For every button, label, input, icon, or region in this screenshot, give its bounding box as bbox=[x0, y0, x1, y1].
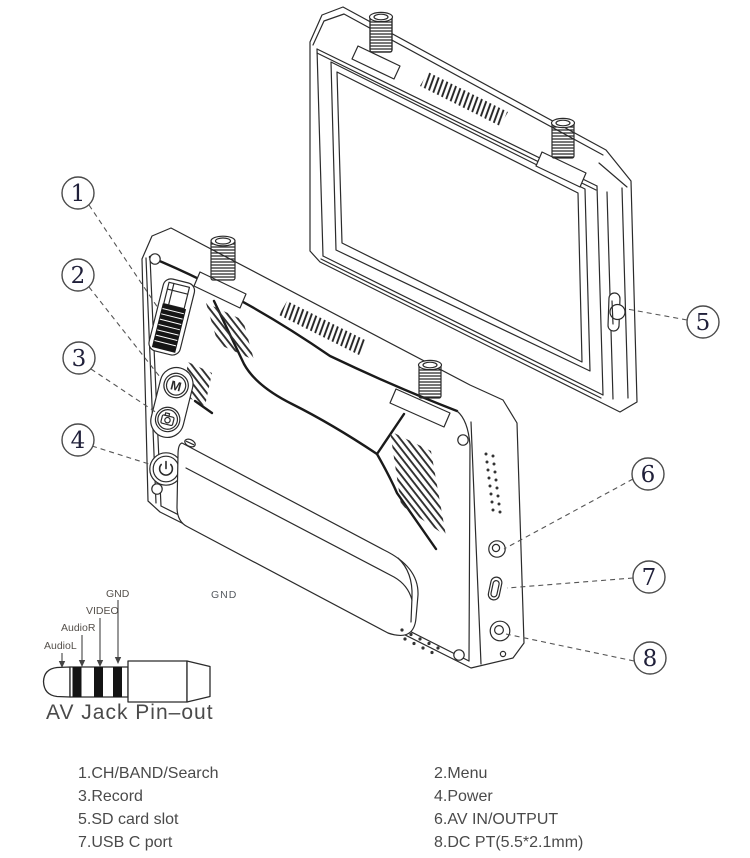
front-body-outline bbox=[309, 6, 638, 413]
leader-lines bbox=[88, 204, 688, 662]
legend-item-5: 5.SD card slot bbox=[78, 811, 179, 828]
monitor-back-view: M bbox=[141, 227, 525, 669]
dc-power-port bbox=[489, 620, 511, 642]
svg-text:4: 4 bbox=[71, 428, 86, 454]
callout-6: 6 bbox=[631, 457, 665, 491]
speaker-holes-bottom bbox=[400, 628, 440, 655]
leader-line-4 bbox=[91, 445, 150, 465]
camera-icon bbox=[160, 412, 175, 427]
pin-label-audior: AudioR bbox=[61, 622, 96, 634]
legend-item-3: 3.Record bbox=[78, 788, 143, 805]
leader-line-7 bbox=[506, 577, 634, 589]
side-ports-face bbox=[484, 452, 511, 658]
monitor-front-view bbox=[309, 6, 638, 413]
panel-gnd-label: GND bbox=[211, 589, 237, 601]
speaker-holes-side bbox=[484, 452, 502, 514]
callout-7: 7 bbox=[632, 560, 666, 594]
antenna-connector-front-right bbox=[535, 117, 587, 188]
legend-item-6: 6.AV IN/OUTPUT bbox=[434, 811, 558, 828]
styling-vents bbox=[183, 299, 446, 551]
svg-text:7: 7 bbox=[642, 565, 657, 591]
svg-text:8: 8 bbox=[643, 646, 658, 672]
grip-latch bbox=[184, 438, 196, 448]
corner-screws bbox=[149, 253, 469, 661]
av-jack-plug bbox=[42, 660, 211, 703]
svg-text:6: 6 bbox=[641, 462, 656, 488]
power-button bbox=[149, 452, 183, 486]
pin-arrows bbox=[58, 600, 122, 668]
legend-item-1: 1.CH/BAND/Search bbox=[78, 765, 219, 782]
callout-8: 8 bbox=[633, 641, 667, 675]
vent-grille-top bbox=[420, 72, 508, 126]
antenna-connector-back-left bbox=[193, 235, 247, 309]
pinout-title: AV Jack Pin–out bbox=[46, 701, 214, 724]
power-icon bbox=[158, 460, 174, 476]
callout-4: 4 bbox=[61, 423, 95, 457]
pin-label-audiol: AudioL bbox=[44, 640, 77, 652]
antenna-connector-back-right bbox=[389, 359, 451, 428]
screen bbox=[330, 61, 591, 372]
svg-text:2: 2 bbox=[71, 263, 86, 289]
av-jack-pinout: AudioL AudioR VIDEO GND AV Jack Pin–out bbox=[42, 588, 214, 724]
callout-2: 2 bbox=[61, 258, 95, 292]
vent-grille-back bbox=[279, 301, 367, 355]
record-button bbox=[154, 406, 181, 433]
legend-item-7: 7.USB C port bbox=[78, 834, 173, 851]
pin-label-video: VIDEO bbox=[86, 605, 119, 617]
pin-label-gnd: GND bbox=[106, 588, 130, 600]
battery-grip bbox=[176, 438, 419, 637]
svg-text:5: 5 bbox=[696, 310, 711, 336]
svg-text:3: 3 bbox=[72, 346, 87, 372]
leader-line-5 bbox=[626, 308, 688, 321]
callout-1: 1 bbox=[61, 176, 95, 210]
channel-scroll-wheel bbox=[148, 278, 196, 356]
leader-line-6 bbox=[503, 478, 634, 550]
side-screw bbox=[499, 650, 507, 658]
leader-line-8 bbox=[505, 633, 635, 662]
sd-card-slot bbox=[607, 292, 626, 332]
leader-line-3 bbox=[90, 368, 158, 414]
legend-item-2: 2.Menu bbox=[434, 765, 487, 782]
av-in-output-port bbox=[488, 540, 506, 558]
menu-button: M bbox=[163, 372, 189, 399]
leader-line-1 bbox=[88, 204, 159, 309]
leader-line-2 bbox=[88, 286, 161, 378]
callout-3: 3 bbox=[62, 341, 96, 375]
menu-button-label: M bbox=[169, 377, 183, 394]
callouts: 1 2 3 4 5 6 7 8 bbox=[61, 176, 720, 675]
antenna-connector-front-left bbox=[351, 11, 401, 80]
legend-item-4: 4.Power bbox=[434, 788, 493, 805]
parts-legend: 1.CH/BAND/Search 3.Record 5.SD card slot… bbox=[78, 765, 583, 851]
usb-c-port bbox=[487, 576, 503, 601]
callout-5: 5 bbox=[686, 305, 720, 339]
legend-item-8: 8.DC PT(5.5*2.1mm) bbox=[434, 834, 583, 851]
svg-text:1: 1 bbox=[71, 181, 86, 207]
